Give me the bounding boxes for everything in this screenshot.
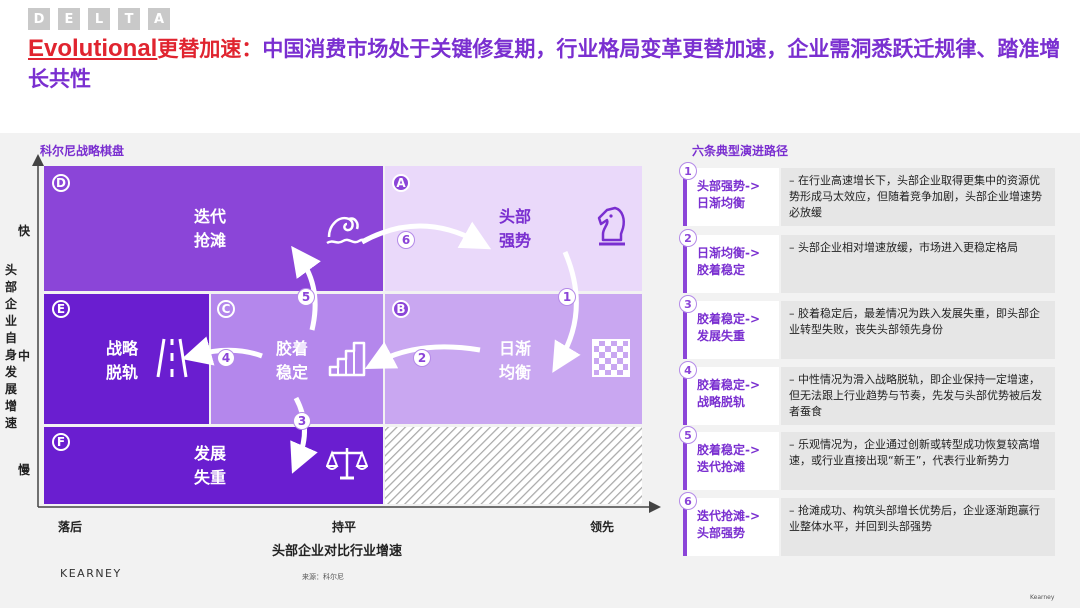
cell-b-label: 日渐 均衡 <box>498 339 531 382</box>
arrow-number-4: 4 <box>217 349 235 367</box>
path-name: 日渐均衡-> 胶着稳定 <box>683 235 779 293</box>
cell-d-letter: D <box>52 174 70 192</box>
checker-icon <box>592 339 630 377</box>
kearney-small-logo: Kearney <box>1030 594 1055 601</box>
stairs-icon <box>328 341 366 377</box>
logo-letter: L <box>88 8 110 30</box>
path-row-2: 日渐均衡-> 胶着稳定 – 头部企业相对增速放缓，市场进入更稳定格局 2 <box>679 229 1055 293</box>
chess-knight-icon <box>597 206 625 246</box>
path-name: 胶着稳定-> 战略脱轨 <box>683 367 779 425</box>
path-row-4: 胶着稳定-> 战略脱轨 – 中性情况为滑入战略脱轨，即企业保持一定增速，但无法跟… <box>679 361 1055 425</box>
y-tick-slow: 慢 <box>18 463 31 477</box>
path-row-5: 胶着稳定-> 迭代抢滩 – 乐观情况为，企业通过创新或转型成功恢复较高增速，或行… <box>679 426 1055 490</box>
path-desc: – 胶着稳定后，最差情况为跌入发展失重，即头部企业转型失败，丧失头部领先身份 <box>781 301 1055 359</box>
logo-letter: D <box>28 8 50 30</box>
source-note: 来源：科尔尼 <box>302 573 344 581</box>
path-row-1: 头部强势-> 日渐均衡 – 在行业高速增长下，头部企业取得更集中的资源优势形成马… <box>679 162 1055 226</box>
y-tick-mid: 中 <box>18 349 31 363</box>
scales-icon <box>326 448 368 480</box>
x-tick-ahead: 领先 <box>590 520 615 534</box>
logo-letter: E <box>58 8 80 30</box>
path-desc: – 在行业高速增长下，头部企业取得更集中的资源优势形成马太效应，但随着竞争加剧，… <box>781 168 1055 226</box>
y-tick-fast: 快 <box>18 224 31 238</box>
arrow-number-1: 1 <box>558 288 576 306</box>
cell-d-label: 迭代 抢滩 <box>193 207 226 250</box>
path-desc: – 抢滩成功、构筑头部增长优势后，企业逐渐跑赢行业整体水平，并回到头部强势 <box>781 498 1055 556</box>
matrix-section-label: 科尔尼战略棋盘 <box>40 144 125 158</box>
kearney-logo: KEARNEY <box>60 567 122 580</box>
path-desc: – 中性情况为滑入战略脱轨，即企业保持一定增速，但无法跟上行业趋势与节奏，先发与… <box>781 367 1055 425</box>
cell-c-label: 胶着 稳定 <box>275 339 308 382</box>
x-tick-behind: 落后 <box>58 520 83 534</box>
logo-letter: A <box>148 8 170 30</box>
path-row-6: 迭代抢滩-> 头部强势 – 抢滩成功、构筑头部增长优势后，企业逐渐跑赢行业整体水… <box>679 492 1055 556</box>
path-number: 4 <box>679 361 697 379</box>
cell-e-letter: E <box>52 300 70 318</box>
arrow-number-5: 5 <box>297 288 315 306</box>
path-row-3: 胶着稳定-> 发展失重 – 胶着稳定后，最差情况为跌入发展失重，即头部企业转型失… <box>679 295 1055 359</box>
arrow-number-3: 3 <box>293 412 311 430</box>
path-number: 2 <box>679 229 697 247</box>
cell-a-label: 头部 强势 <box>498 207 531 250</box>
path-name: 胶着稳定-> 发展失重 <box>683 301 779 359</box>
path-name: 头部强势-> 日渐均衡 <box>683 168 779 226</box>
title-rest: 中国消费市场处于关键修复期，行业格局变革更替加速，企业需洞悉跃迁规律、踏准增长共… <box>28 36 1061 91</box>
arrow-number-6: 6 <box>397 231 415 249</box>
path-desc: – 头部企业相对增速放缓，市场进入更稳定格局 <box>781 235 1055 293</box>
cell-c-letter: C <box>217 300 235 318</box>
cell-d <box>44 166 383 291</box>
hatched-cell <box>385 427 642 504</box>
path-number: 5 <box>679 426 697 444</box>
path-name: 迭代抢滩-> 头部强势 <box>683 498 779 556</box>
title-lead: Evolutional <box>28 35 158 62</box>
cell-a-letter: A <box>392 174 410 192</box>
cell-f-letter: F <box>52 433 70 451</box>
y-axis-title: 头部企业自身发展增速 <box>4 263 17 430</box>
path-desc: – 乐观情况为，企业通过创新或转型成功恢复较高增速，或行业直接出现“新王”，代表… <box>781 432 1055 490</box>
page-title: Evolutional更替加速：中国消费市场处于关键修复期，行业格局变革更替加速… <box>28 34 1068 94</box>
cell-f-label: 发展 失重 <box>193 444 226 487</box>
path-number: 3 <box>679 295 697 313</box>
x-tick-even: 持平 <box>332 520 357 534</box>
arrow-number-2: 2 <box>413 349 431 367</box>
title-lead-cn: 更替加速： <box>157 36 263 61</box>
path-name: 胶着稳定-> 迭代抢滩 <box>683 432 779 490</box>
path-number: 1 <box>679 162 697 180</box>
cell-b-letter: B <box>392 300 410 318</box>
x-axis-title: 头部企业对比行业增速 <box>272 544 403 559</box>
path-number: 6 <box>679 492 697 510</box>
cell-e <box>44 294 209 424</box>
logo-letter: T <box>118 8 140 30</box>
paths-section-label: 六条典型演进路径 <box>692 144 789 158</box>
cell-e-label: 战略 脱轨 <box>105 339 138 382</box>
